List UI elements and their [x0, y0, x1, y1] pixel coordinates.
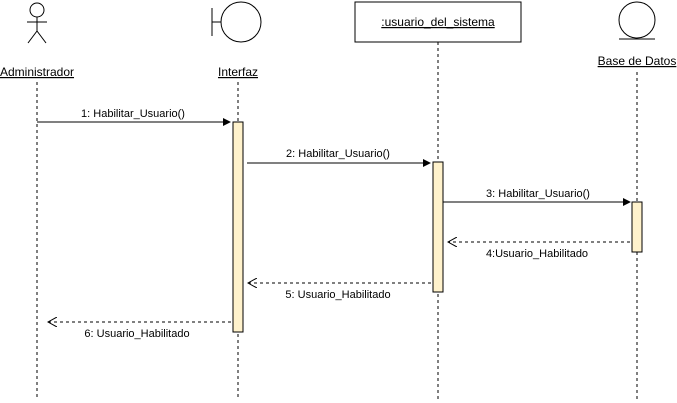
- interfaz-activation: [232, 121, 244, 333]
- interfaz-participant: Interfaz: [211, 1, 262, 79]
- object-box: [354, 1, 522, 43]
- message-4-label: 4:Usuario_Habilitado: [486, 248, 588, 260]
- actor-icon: [27, 2, 47, 44]
- message-3-label: 3: Habilitar_Usuario(): [486, 188, 590, 200]
- interfaz-label: Interfaz: [218, 65, 258, 79]
- boundary-icon: [211, 1, 262, 43]
- message-5-label: 5: Usuario_Habilitado: [285, 289, 390, 301]
- usuario-del-sistema-label: :usuario_del_sistema: [381, 15, 495, 29]
- entity-icon: [618, 1, 656, 40]
- message-1-label: 1: Habilitar_Usuario(): [81, 108, 185, 120]
- usuario-del-sistema-activation: [432, 161, 444, 293]
- usuario-del-sistema-participant: :usuario_del_sistema: [354, 1, 522, 43]
- message-6-label: 6: Usuario_Habilitado: [84, 328, 189, 340]
- administrador-label: Administrador: [0, 65, 74, 79]
- administrador-participant: Administrador: [0, 2, 74, 79]
- base-de-datos-activation: [631, 201, 643, 253]
- base-de-datos-label: Base de Datos: [598, 54, 677, 68]
- base-de-datos-participant: Base de Datos: [598, 1, 677, 68]
- message-2-label: 2: Habilitar_Usuario(): [286, 148, 390, 160]
